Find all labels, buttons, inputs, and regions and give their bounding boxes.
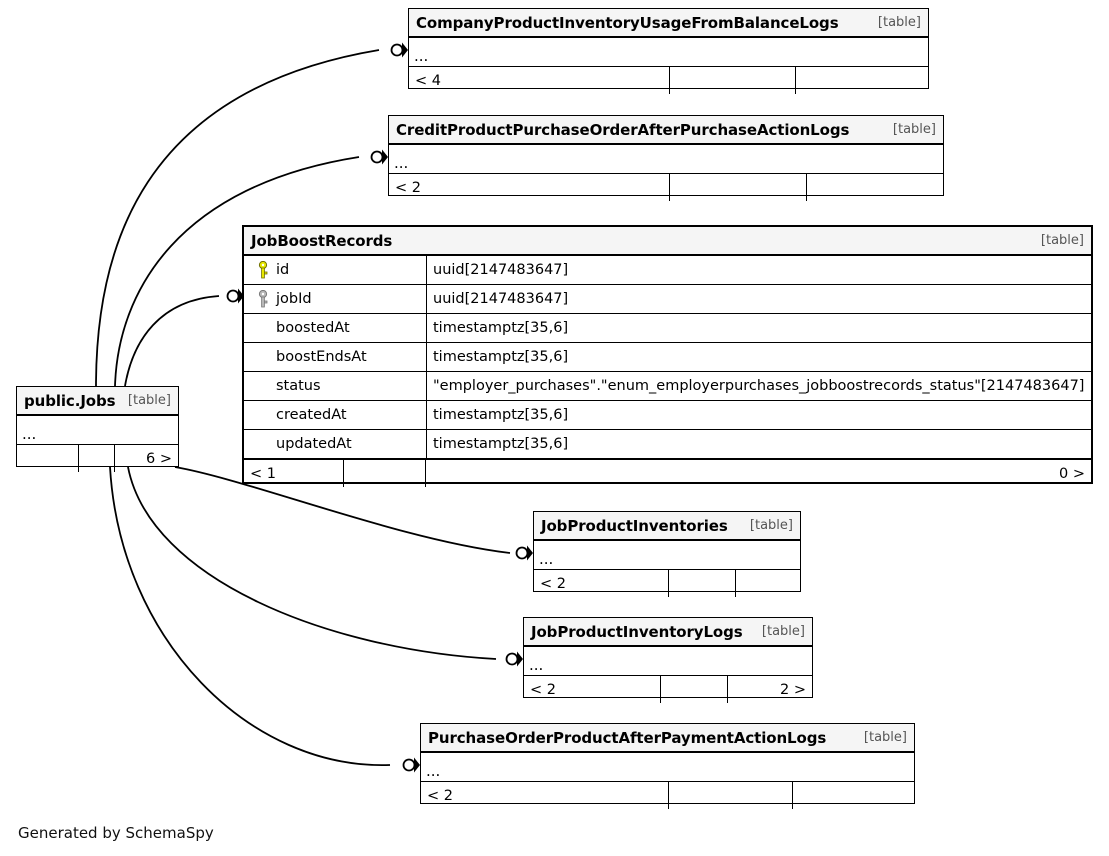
footer-outgoing-count: 6 >	[114, 445, 178, 472]
column-type: timestamptz[35,6]	[426, 343, 1091, 371]
column-name-cell: updatedAt	[244, 430, 426, 458]
footer-outgoing-count	[735, 570, 800, 597]
column-name-cell: id	[244, 256, 426, 284]
footer-middle	[660, 676, 727, 703]
column-name: jobId	[276, 291, 312, 307]
table-node-jobproductinventories[interactable]: JobProductInventories [table] ... < 2	[533, 511, 801, 597]
table-row[interactable]: boostEndsAt timestamptz[35,6]	[244, 343, 1091, 372]
table-node-jobboostrecords[interactable]: JobBoostRecords [table] id uuid[21474836…	[242, 225, 1093, 487]
column-name-cell: boostedAt	[244, 314, 426, 342]
column-type: timestamptz[35,6]	[426, 314, 1091, 342]
table-row[interactable]: boostedAt timestamptz[35,6]	[244, 314, 1091, 343]
table-kind-label: [table]	[877, 15, 921, 30]
table-footer: < 2	[534, 570, 800, 597]
footer-incoming-count	[17, 445, 78, 472]
collapsed-columns-ellipsis: ...	[389, 145, 943, 174]
column-name: updatedAt	[276, 436, 352, 452]
footer-outgoing-count	[792, 782, 914, 809]
table-kind-label: [table]	[127, 393, 171, 408]
table-footer: < 1 0 >	[244, 459, 1091, 487]
column-type: uuid[2147483647]	[426, 256, 1091, 284]
table-kind-label: [table]	[749, 518, 793, 533]
table-title: public.Jobs	[24, 391, 116, 410]
footer-middle	[668, 782, 792, 809]
footer-incoming-count: < 2	[530, 681, 556, 698]
column-name: boostedAt	[276, 320, 350, 336]
footer-incoming-count: < 1	[250, 465, 276, 482]
table-title: JobBoostRecords	[251, 231, 393, 250]
table-footer: < 2	[421, 782, 914, 809]
table-header: JobBoostRecords [table]	[244, 227, 1091, 256]
table-title: CompanyProductInventoryUsageFromBalanceL…	[416, 13, 839, 32]
column-type: "employer_purchases"."enum_employerpurch…	[426, 372, 1091, 400]
table-row[interactable]: status "employer_purchases"."enum_employ…	[244, 372, 1091, 401]
table-header: CompanyProductInventoryUsageFromBalanceL…	[409, 9, 928, 38]
column-name: createdAt	[276, 407, 347, 423]
footer-incoming-count: < 2	[427, 787, 453, 804]
edge-jobs-to-purchaseorderproductafterpaymentactionlogs	[109, 466, 391, 766]
collapsed-columns-ellipsis: ...	[421, 753, 914, 782]
column-name: boostEndsAt	[276, 349, 367, 365]
collapsed-columns-ellipsis: ...	[524, 647, 812, 676]
collapsed-columns-ellipsis: ...	[17, 416, 178, 445]
table-title: CreditProductPurchaseOrderAfterPurchaseA…	[396, 120, 850, 139]
generated-by-credit: Generated by SchemaSpy	[18, 824, 214, 842]
table-node-creditproductpurchaseorderafterpurchaseactionlogs[interactable]: CreditProductPurchaseOrderAfterPurchaseA…	[388, 115, 944, 201]
table-footer: < 4	[409, 67, 928, 94]
table-header: CreditProductPurchaseOrderAfterPurchaseA…	[389, 116, 943, 145]
foreign-key-icon	[250, 289, 276, 309]
collapsed-columns-ellipsis: ...	[409, 38, 928, 67]
table-node-companyproductinventoryusagefrombalancelogs[interactable]: CompanyProductInventoryUsageFromBalanceL…	[408, 8, 929, 94]
table-title: PurchaseOrderProductAfterPaymentActionLo…	[428, 728, 827, 747]
column-name: status	[276, 378, 321, 394]
footer-outgoing-count: 2 >	[727, 676, 812, 703]
footer-incoming-count: < 2	[395, 179, 421, 196]
table-row[interactable]: updatedAt timestamptz[35,6]	[244, 430, 1091, 459]
footer-middle	[78, 445, 114, 472]
collapsed-columns-ellipsis: ...	[534, 541, 800, 570]
table-node-purchaseorderproductafterpaymentactionlogs[interactable]: PurchaseOrderProductAfterPaymentActionLo…	[420, 723, 915, 809]
footer-middle	[669, 174, 806, 201]
column-name: id	[276, 262, 290, 278]
table-kind-label: [table]	[761, 624, 805, 639]
footer-outgoing-count	[806, 174, 943, 201]
table-footer: < 2	[389, 174, 943, 201]
column-type: timestamptz[35,6]	[426, 401, 1091, 429]
edge-jobs-to-jobboostrecords	[124, 295, 220, 387]
primary-key-icon	[250, 260, 276, 280]
column-name-cell: boostEndsAt	[244, 343, 426, 371]
column-type: timestamptz[35,6]	[426, 430, 1091, 458]
table-footer: < 2 2 >	[524, 676, 812, 703]
table-node-jobproductinventorylogs[interactable]: JobProductInventoryLogs [table] ... < 2 …	[523, 617, 813, 703]
table-kind-label: [table]	[863, 730, 907, 745]
footer-incoming-count: < 4	[415, 72, 441, 89]
table-title: JobProductInventories	[541, 516, 728, 535]
table-node-public-jobs[interactable]: public.Jobs [table] ... 6 >	[16, 386, 179, 472]
column-name-cell: createdAt	[244, 401, 426, 429]
table-title: JobProductInventoryLogs	[531, 622, 743, 641]
table-header: JobProductInventoryLogs [table]	[524, 618, 812, 647]
table-header: public.Jobs [table]	[17, 387, 178, 416]
footer-middle	[669, 67, 795, 94]
footer-middle	[668, 570, 735, 597]
column-name-cell: jobId	[244, 285, 426, 313]
table-row[interactable]: jobId uuid[2147483647]	[244, 285, 1091, 314]
table-kind-label: [table]	[1040, 233, 1084, 248]
table-header: JobProductInventories [table]	[534, 512, 800, 541]
table-footer: 6 >	[17, 445, 178, 472]
column-name-cell: status	[244, 372, 426, 400]
table-kind-label: [table]	[892, 122, 936, 137]
footer-incoming-count: < 2	[540, 575, 566, 592]
footer-middle	[343, 460, 425, 487]
table-row[interactable]: id uuid[2147483647]	[244, 256, 1091, 285]
table-row[interactable]: createdAt timestamptz[35,6]	[244, 401, 1091, 430]
table-header: PurchaseOrderProductAfterPaymentActionLo…	[421, 724, 914, 753]
edge-jobs-to-jobproductinventorylogs	[127, 466, 497, 660]
footer-outgoing-count: 0 >	[425, 460, 1091, 487]
column-type: uuid[2147483647]	[426, 285, 1091, 313]
footer-outgoing-count	[795, 67, 928, 94]
